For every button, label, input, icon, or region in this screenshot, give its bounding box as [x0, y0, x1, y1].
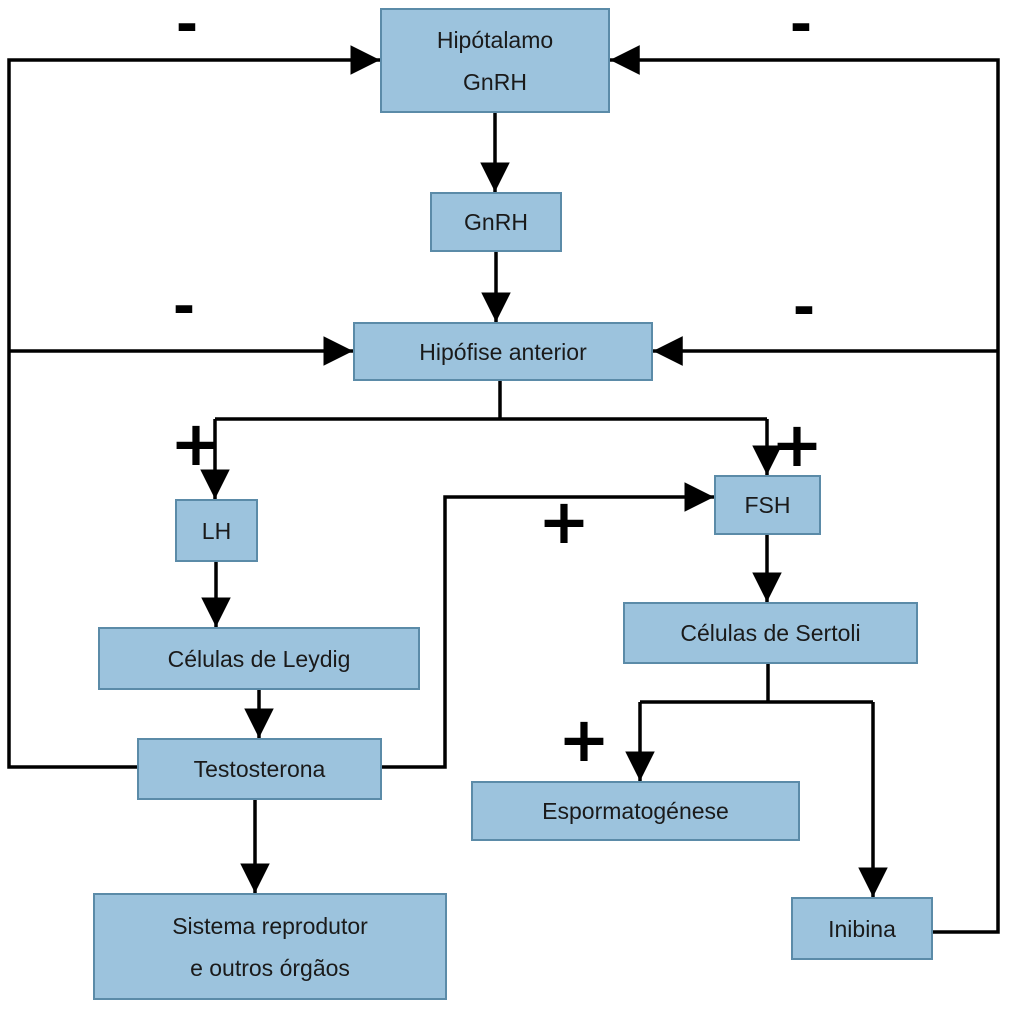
edge-testosterona-to-fsh: [382, 482, 714, 769]
edge-testosterona-to-hipotalamo: [7, 45, 380, 769]
node-inibina: Inibina: [791, 897, 933, 960]
node-hipofise-anterior: Hipófise anterior: [353, 322, 653, 381]
minus-sign-top-right: -: [789, 0, 813, 56]
plus-sign-espormatogenese: +: [558, 703, 610, 776]
plus-sign-fsh-left: +: [538, 485, 590, 558]
node-sistema-reprodutor: Sistema reprodutor e outros órgãos: [93, 893, 447, 1000]
node-fsh: FSH: [714, 475, 821, 535]
node-celulas-sertoli: Células de Sertoli: [623, 602, 918, 664]
node-gnrh: GnRH: [430, 192, 562, 252]
node-lh-label: LH: [201, 517, 232, 544]
node-celulas-leydig-label: Células de Leydig: [167, 645, 351, 672]
node-hipotalamo: Hipótalamo GnRH: [380, 8, 610, 113]
minus-sign-top-left: -: [175, 0, 199, 56]
node-celulas-sertoli-label: Células de Sertoli: [680, 620, 861, 646]
plus-sign-lh: +: [170, 407, 222, 480]
minus-sign-mid-right: -: [792, 276, 816, 339]
node-espormatogenese: Espormatogénese: [471, 781, 800, 841]
node-hipofise-anterior-label: Hipófise anterior: [419, 338, 587, 365]
node-hipotalamo-line2: GnRH: [463, 68, 527, 95]
edge-inibina-to-hipotalamo: [610, 45, 1000, 934]
node-inibina-label: Inibina: [828, 915, 896, 942]
node-gnrh-label: GnRH: [464, 209, 528, 235]
node-hipotalamo-line1: Hipótalamo: [436, 26, 554, 53]
node-fsh-label: FSH: [744, 492, 791, 518]
node-espormatogenese-label: Espormatogénese: [542, 798, 729, 824]
node-lh: LH: [175, 499, 258, 562]
node-sistema-reprodutor-line1: Sistema reprodutor: [172, 912, 368, 939]
node-sistema-reprodutor-line2: e outros órgãos: [190, 954, 350, 981]
node-testosterona-label: Testosterona: [193, 756, 326, 782]
node-celulas-leydig: Células de Leydig: [98, 627, 420, 690]
node-testosterona: Testosterona: [137, 738, 382, 800]
plus-sign-fsh-top: +: [771, 408, 823, 481]
minus-sign-mid-left: -: [172, 275, 196, 338]
